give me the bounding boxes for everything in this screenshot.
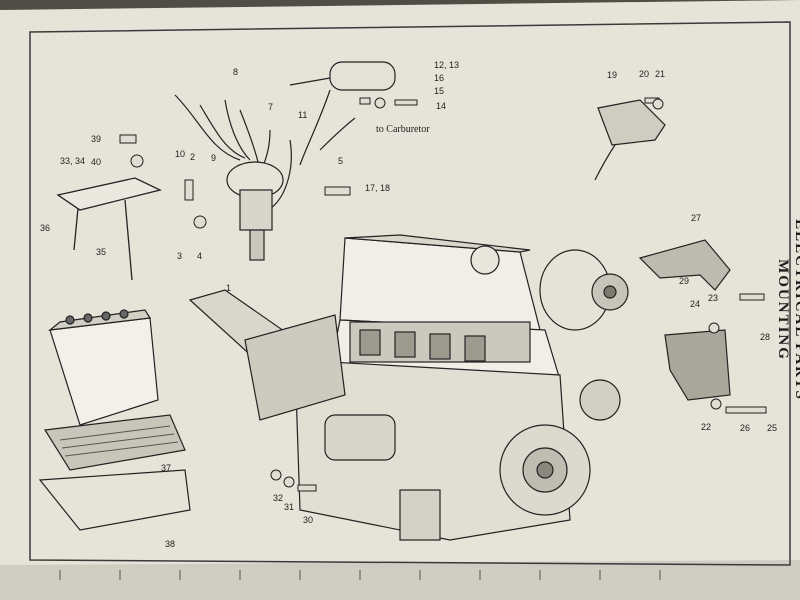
distributor-drawing xyxy=(174,94,292,261)
regulator-drawing xyxy=(594,99,666,181)
callout-28: 28 xyxy=(760,332,771,342)
callout-31: 31 xyxy=(284,502,295,512)
callout-11: 11 xyxy=(298,110,308,120)
callout-17-18: 17, 18 xyxy=(365,183,391,193)
callout-40: 40 xyxy=(91,157,102,167)
engine-block-drawing xyxy=(188,234,629,541)
callout-19: 19 xyxy=(607,70,618,80)
battery-drawing xyxy=(38,309,191,531)
callout-33-34: 33, 34 xyxy=(60,156,86,166)
callout-8: 8 xyxy=(233,67,239,77)
callout-3: 3 xyxy=(177,251,183,261)
ignition-coil-drawing xyxy=(289,61,396,166)
callout-16: 16 xyxy=(434,73,445,83)
hardware-drawing xyxy=(119,97,767,492)
callout-39: 39 xyxy=(91,134,102,144)
callout-9: 9 xyxy=(211,153,217,163)
callout-25: 25 xyxy=(767,423,778,433)
carburetor-note: to Carburetor xyxy=(376,124,430,135)
callout-2: 2 xyxy=(190,152,196,162)
callout-14: 14 xyxy=(436,101,447,111)
battery-hold-down-drawing xyxy=(56,177,162,281)
callout-26: 26 xyxy=(740,423,751,433)
page-border xyxy=(29,21,791,566)
callout-36: 36 xyxy=(40,223,51,233)
callout-7: 7 xyxy=(268,102,274,112)
callout-30: 30 xyxy=(303,515,314,525)
callout-23: 23 xyxy=(708,293,719,303)
callout-15: 15 xyxy=(434,86,445,96)
alternator-bracket-drawing xyxy=(638,239,731,401)
callout-5: 5 xyxy=(338,156,344,166)
callout-22: 22 xyxy=(701,422,712,432)
callout-4: 4 xyxy=(197,251,203,261)
callout-12-13: 12, 13 xyxy=(434,60,460,70)
callout-27: 27 xyxy=(691,213,702,223)
callout-24: 24 xyxy=(690,299,701,309)
callout-35: 35 xyxy=(96,247,107,257)
ruler-ticks xyxy=(59,570,661,580)
callout-32: 32 xyxy=(273,493,284,503)
callout-38: 38 xyxy=(165,539,176,549)
callout-37: 37 xyxy=(161,463,172,473)
callout-21: 21 xyxy=(655,69,666,79)
callout-29: 29 xyxy=(679,276,690,286)
callout-10: 10 xyxy=(175,149,186,159)
callout-1: 1 xyxy=(226,283,232,293)
section-title: ELECTRICAL PARTS MOUNTING xyxy=(775,219,800,401)
callout-20: 20 xyxy=(639,69,650,79)
